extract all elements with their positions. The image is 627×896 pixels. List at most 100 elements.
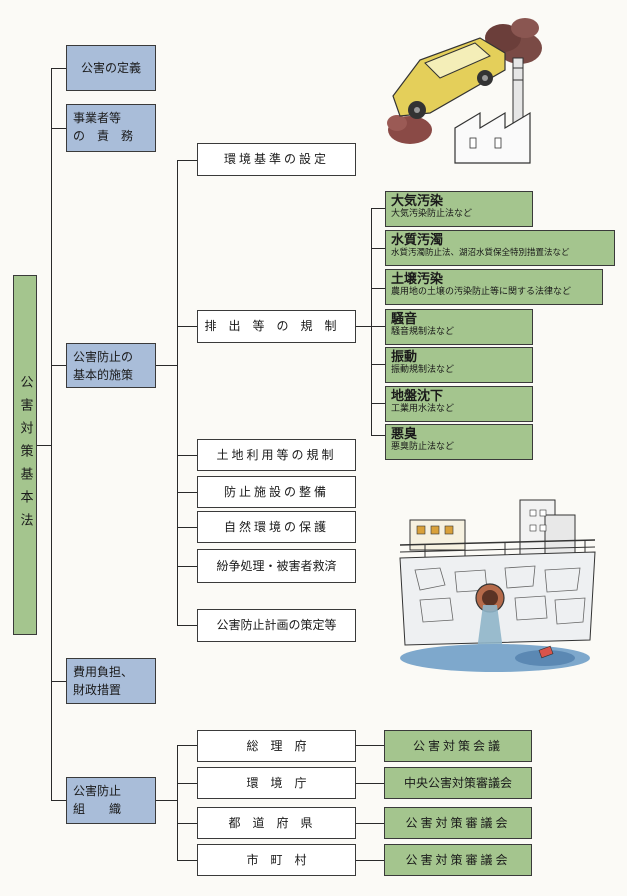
connector-line [155,800,177,801]
connector-line [356,745,384,746]
dispute-label: 紛争処理・被害者救済 [216,558,337,573]
cost-label-line1: 費用負担、 [73,665,134,679]
responsibility-label-line2: の 責 務 [73,129,134,143]
connector-line [51,800,66,801]
org-entity-label: 市 町 村 [246,852,307,867]
connector-line [177,455,197,456]
council-box: 公害対策審議会 [384,844,532,876]
pollution-type-title: 振動 [391,350,418,365]
basic-measures-box: 公害防止の 基本的施策 [66,343,156,388]
connector-line [177,160,178,625]
pollution-soil-box: 土壌汚染 農用地の土壌の汚染防止等に関する法律など [385,269,603,305]
root-law-label: 公害対策基本法 [17,374,33,536]
pollution-noise-box: 騒音 騒音規制法など [385,309,533,345]
root-law-box: 公害対策基本法 [13,275,37,635]
pollution-type-law: 騒音規制法など [391,327,455,337]
connector-line [51,365,66,366]
pollution-type-title: 大気汚染 [391,194,444,209]
org-entity-box: 環 境 庁 [197,767,356,799]
env-standard-box: 環境基準の設定 [197,143,356,176]
pollution-type-title: 地盤沈下 [391,389,444,404]
connector-line [371,208,372,435]
emission-box: 排出等の規制 [197,310,356,343]
car-factory-illustration [387,18,542,164]
definition-label: 公害の定義 [80,60,141,75]
council-label: 公害対策会議 [412,738,503,753]
connector-line [177,566,197,567]
basic-measures-label-line2: 基本的施策 [73,368,134,382]
connector-line [177,860,197,861]
plan-label: 公害防止計画の策定等 [216,618,337,632]
connector-line [356,860,384,861]
council-label: 公害対策審議会 [405,815,511,830]
nature-label: 自然環境の保護 [223,519,329,534]
org-entity-label: 環 境 庁 [246,775,307,790]
basic-measures-label-line1: 公害防止の [73,350,134,364]
definition-box: 公害の定義 [66,45,156,91]
pollution-air-box: 大気汚染 大気汚染防止法など [385,191,533,227]
pollution-type-law: 振動規制法など [391,365,455,375]
connector-line [356,823,384,824]
facilities-box: 防止施設の整備 [197,476,356,508]
organization-box: 公害防止 組 織 [66,777,156,824]
council-box: 公害対策審議会 [384,807,532,839]
pollution-water-box: 水質汚濁 水質汚濁防止法、湖沼水質保全特別措置法など [385,230,615,266]
connector-line [177,783,197,784]
pollution-type-law: 悪臭防止法など [391,442,455,452]
org-entity-label: 都道府県 [228,815,325,830]
connector-line [371,435,385,436]
connector-line [51,68,52,800]
pollution-type-title: 土壌汚染 [391,272,444,287]
connector-line [177,326,197,327]
council-label: 中央公害対策審議会 [403,775,512,790]
connector-line [371,208,385,209]
connector-line [371,326,385,327]
connector-line [371,288,385,289]
pollution-type-title: 悪臭 [391,427,418,442]
org-entity-label: 総 理 府 [246,738,307,753]
pollution-subsidence-box: 地盤沈下 工業用水法など [385,386,533,422]
org-entity-box: 総 理 府 [197,730,356,762]
cost-box: 費用負担、 財政措置 [66,658,156,704]
connector-line [356,326,371,327]
emission-label: 排出等の規制 [204,319,349,333]
facilities-label: 防止施設の整備 [223,484,329,499]
water-pollution-illustration [399,499,596,672]
connector-line [371,403,385,404]
connector-line [177,745,178,860]
connector-line [371,364,385,365]
pollution-odor-box: 悪臭 悪臭防止法など [385,424,533,460]
dispute-box: 紛争処理・被害者救済 [197,549,356,583]
connector-line [51,681,66,682]
connector-line [155,365,177,366]
cost-label-line2: 財政措置 [73,683,122,697]
env-standard-label: 環境基準の設定 [223,152,329,166]
connector-line [51,128,66,129]
nature-box: 自然環境の保護 [197,511,356,543]
pollution-type-title: 騒音 [391,312,418,327]
connector-line [177,160,197,161]
plan-box: 公害防止計画の策定等 [197,609,356,642]
org-entity-box: 市 町 村 [197,844,356,876]
connector-line [177,527,197,528]
connector-line [177,492,197,493]
responsibility-label-line1: 事業者等 [73,111,122,125]
connector-line [177,823,197,824]
connector-line [36,445,51,446]
council-box: 中央公害対策審議会 [384,767,532,799]
council-box: 公害対策会議 [384,730,532,762]
connector-line [356,783,384,784]
responsibility-box: 事業者等 の 責 務 [66,104,156,152]
connector-line [177,745,197,746]
pollution-vibration-box: 振動 振動規制法など [385,347,533,383]
connector-line [371,248,385,249]
land-use-label: 土地利用等の規制 [216,447,337,462]
pollution-type-law: 大気汚染防止法など [391,209,473,219]
organization-label-line2: 組 織 [73,802,122,816]
pollution-type-law: 農用地の土壌の汚染防止等に関する法律など [391,287,572,297]
connector-line [51,68,66,69]
connector-line [177,625,197,626]
pollution-type-law: 工業用水法など [391,404,455,414]
council-label: 公害対策審議会 [405,852,511,867]
land-use-box: 土地利用等の規制 [197,439,356,471]
